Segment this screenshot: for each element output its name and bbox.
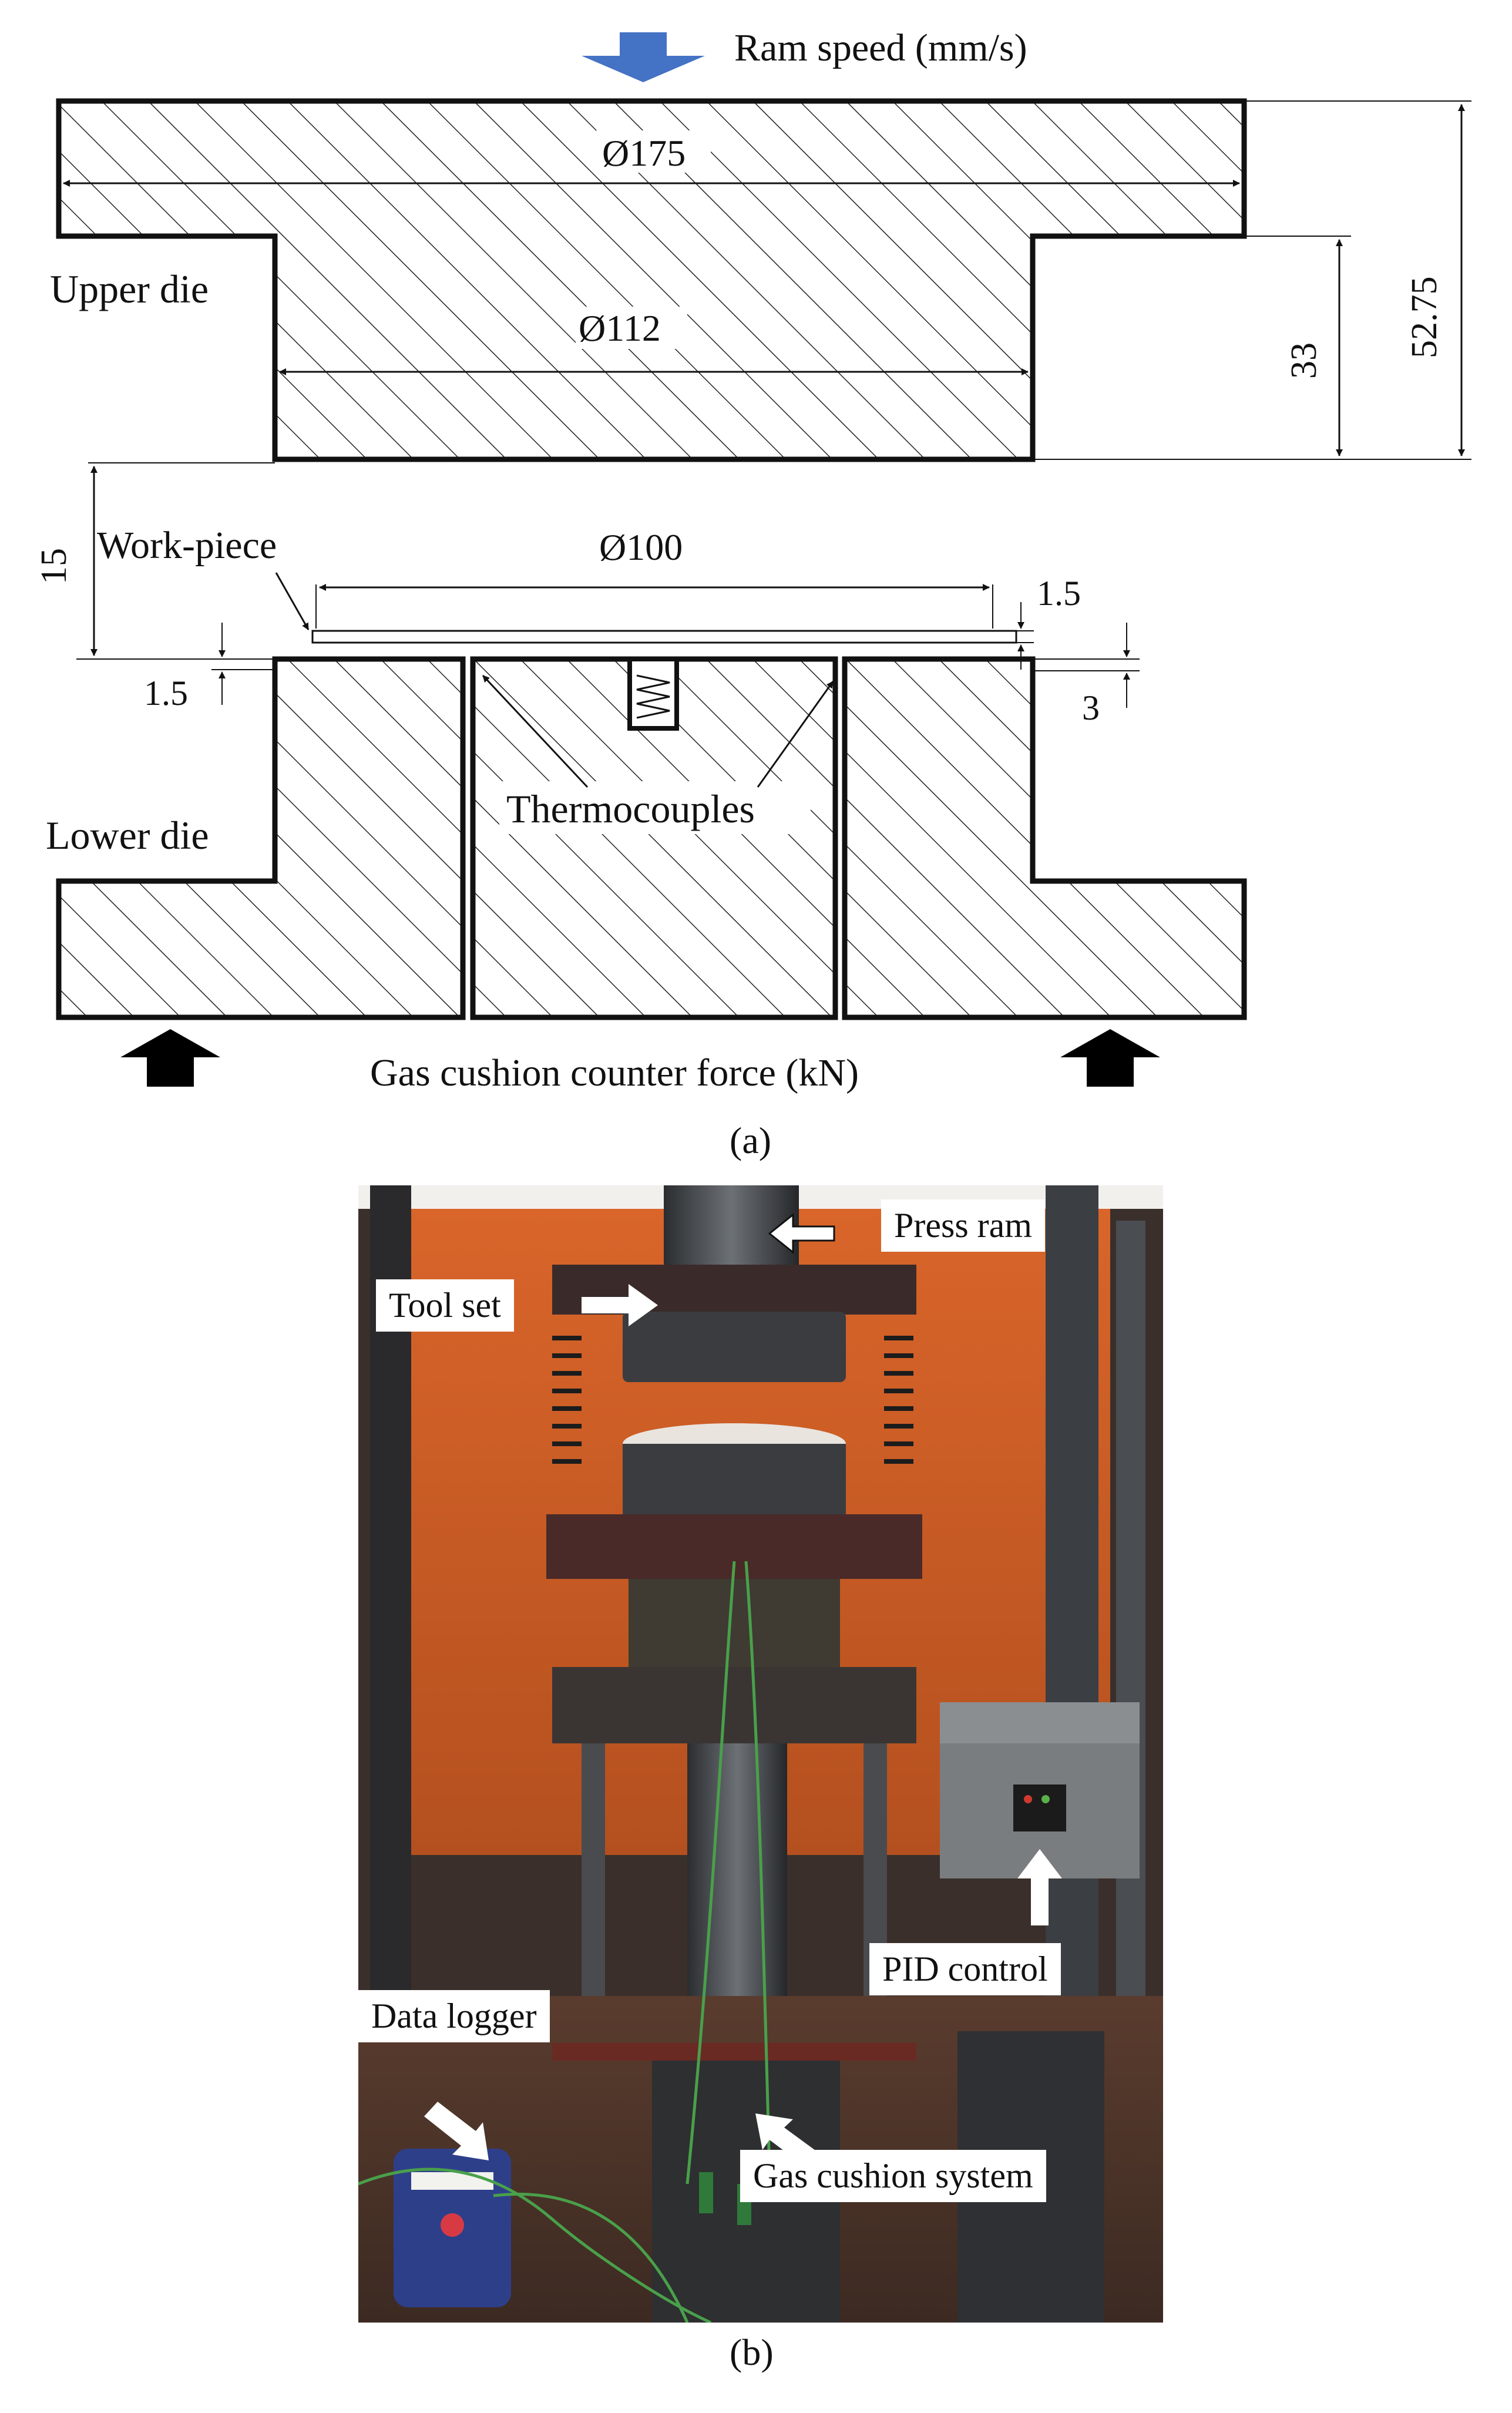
dim-tc-depth: 3 xyxy=(1082,688,1100,727)
spring-icon xyxy=(636,674,670,719)
callout-tool-set: Tool set xyxy=(376,1279,514,1332)
caption-a: (a) xyxy=(730,1120,772,1161)
gas-cushion-force-label: Gas cushion counter force (kN) xyxy=(370,1051,859,1094)
force-arrow-right-icon xyxy=(1060,1029,1160,1087)
dim-d100: Ø100 xyxy=(599,526,683,568)
lower-die-label: Lower die xyxy=(46,813,209,858)
force-arrow-left-icon xyxy=(120,1029,220,1087)
data-logger-arrow-icon xyxy=(424,2102,489,2160)
die-schematic: Ram speed (mm/s) Upper die Ø175 Ø112 52.… xyxy=(34,26,1471,1094)
pid-arrow-icon xyxy=(1017,1849,1062,1925)
dim-wp-thickness: 1.5 xyxy=(1037,574,1081,613)
dim-wp-left: 1.5 xyxy=(144,674,188,713)
dim-d175: Ø175 xyxy=(602,132,686,174)
dim-52-75: 52.75 xyxy=(1405,277,1444,359)
caption-b: (b) xyxy=(730,2331,774,2373)
tool-set-arrow-icon xyxy=(582,1284,658,1326)
press-photo: Press ram Tool set PID control Data logg… xyxy=(358,1185,1163,2323)
upper-die-label: Upper die xyxy=(50,267,209,311)
callout-data-logger: Data logger xyxy=(358,1990,550,2042)
lower-die-left xyxy=(56,656,466,1020)
callout-gas-cushion: Gas cushion system xyxy=(740,2150,1046,2202)
callout-press-ram: Press ram xyxy=(881,1199,1045,1252)
dim-33: 33 xyxy=(1284,342,1324,379)
ram-speed-label: Ram speed (mm/s) xyxy=(734,26,1027,69)
press-photo-illustration xyxy=(358,1185,1163,2323)
thermocouples-label: Thermocouples xyxy=(506,787,755,831)
dim-15: 15 xyxy=(34,548,74,584)
lower-die-center xyxy=(470,656,838,1020)
dim-d112: Ø112 xyxy=(579,307,661,349)
lower-die-right xyxy=(842,656,1247,1020)
ram-arrow-icon xyxy=(582,32,705,82)
press-ram-arrow-icon xyxy=(768,1212,835,1255)
workpiece xyxy=(311,630,1017,644)
callout-pid-control: PID control xyxy=(869,1943,1061,1995)
workpiece-label: Work-piece xyxy=(97,524,277,567)
